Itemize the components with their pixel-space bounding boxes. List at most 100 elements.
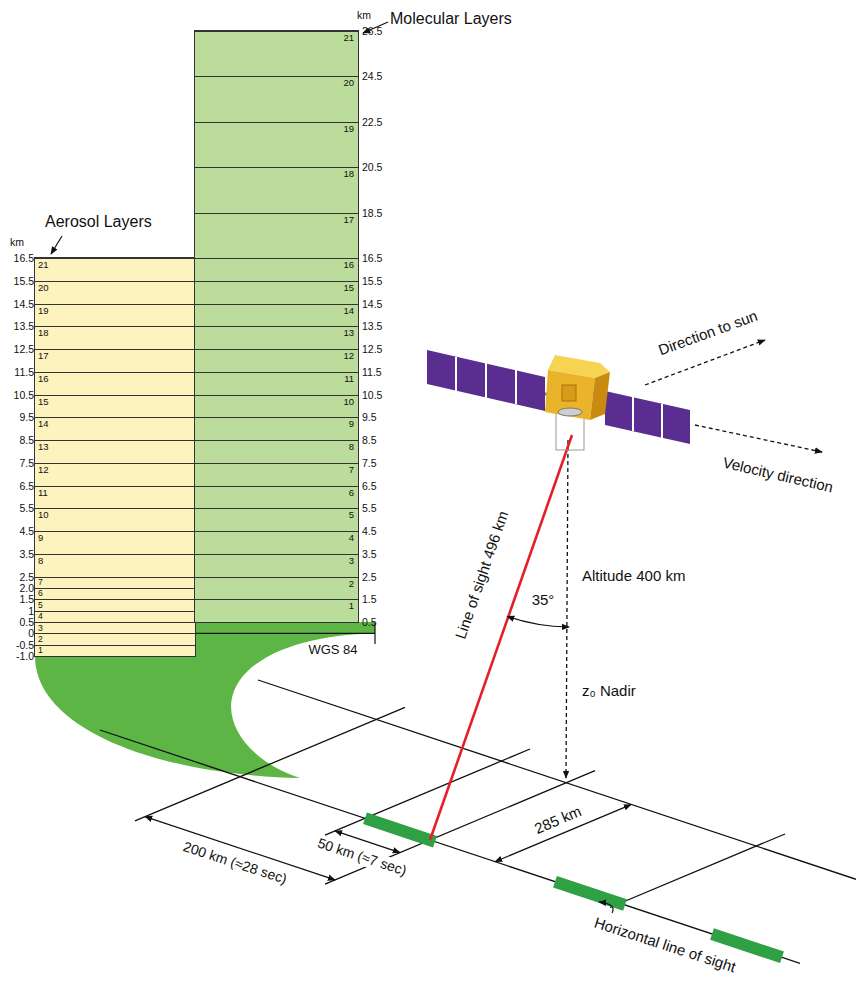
axis-value: -0.5	[2, 639, 34, 651]
axis-value: 2.0	[2, 582, 34, 594]
layer-number: 10	[195, 396, 358, 407]
axis-unit: km	[10, 236, 24, 248]
layer-number: 20	[35, 282, 195, 293]
dimension-label: Altitude 400 km	[582, 567, 685, 585]
axis-value: 12.5	[362, 343, 402, 355]
layer-number: 8	[35, 555, 195, 566]
nadir-line	[566, 440, 568, 778]
layer-band: 20	[35, 281, 195, 304]
velocity-arrow	[695, 425, 822, 452]
layer-band: 20	[195, 76, 358, 122]
layer-number: 21	[35, 259, 195, 270]
layer-number: 6	[35, 589, 195, 599]
axis-value: 10.5	[362, 389, 402, 401]
layer-band: 10	[35, 508, 195, 531]
axis-value: 18.5	[362, 207, 402, 219]
layer-band: 17	[35, 349, 195, 372]
axis-value: 22.5	[362, 116, 402, 128]
layer-band: 18	[195, 167, 358, 213]
layer-band: 15	[195, 281, 358, 304]
axis-unit: km	[357, 9, 371, 21]
axis-value: 6.5	[362, 480, 402, 492]
layer-number: 19	[35, 305, 195, 316]
axis-value: 24.5	[362, 70, 402, 82]
layer-band: 18	[35, 326, 195, 349]
layer-number: 2	[195, 578, 358, 589]
layer-band: 16	[35, 372, 195, 395]
line-of-sight	[430, 435, 572, 840]
layer-number: 5	[195, 509, 358, 520]
layer-number: 5	[35, 600, 195, 610]
layer-number: 16	[35, 373, 195, 384]
axis-value: 8.5	[362, 434, 402, 446]
layer-band: 13	[35, 440, 195, 463]
axis-value: 11.5	[362, 366, 402, 378]
axis-value: 7.5	[362, 457, 402, 469]
layer-band: 12	[195, 349, 358, 372]
ground-swoosh	[35, 622, 375, 778]
layer-band: 14	[35, 417, 195, 440]
axis-value: 4.5	[362, 525, 402, 537]
layer-number: 3	[35, 623, 195, 633]
layer-band: 17	[195, 213, 358, 259]
callout-label: Horizontal line of sight	[590, 913, 740, 977]
layer-band: 7	[35, 577, 195, 588]
layer-band: 3	[35, 622, 195, 633]
axis-value: 13.5	[2, 320, 34, 332]
layer-number: 4	[35, 612, 195, 622]
layer-number: 15	[195, 282, 358, 293]
layer-band: 11	[195, 372, 358, 395]
measurement-footprint	[553, 876, 627, 911]
axis-value: 3.5	[362, 548, 402, 560]
reference-label: WGS 84	[308, 642, 357, 658]
layer-band: 1	[195, 599, 358, 622]
axis-value: 13.5	[362, 320, 402, 332]
layer-number: 12	[35, 464, 195, 475]
layer-band: 15	[35, 395, 195, 418]
layer-number: 6	[195, 487, 358, 498]
dimension-label: 285 km	[530, 801, 586, 838]
axis-value: 14.5	[2, 298, 34, 310]
axis-value: 5.5	[362, 502, 402, 514]
layer-band: 6	[195, 486, 358, 509]
layer-number: 4	[195, 532, 358, 543]
layer-number: 18	[35, 327, 195, 338]
layer-band: 6	[35, 588, 195, 599]
dimension-label: Line of sight 496 km	[452, 509, 513, 642]
leader-line	[51, 236, 62, 254]
layer-band: 8	[195, 440, 358, 463]
column-heading: Aerosol Layers	[45, 212, 152, 231]
layer-number: 1	[35, 646, 195, 656]
layer-band: 4	[35, 611, 195, 622]
column-heading: Molecular Layers	[390, 9, 512, 28]
axis-value: 5.5	[2, 502, 34, 514]
layer-band: 14	[195, 304, 358, 327]
layer-band: 8	[35, 554, 195, 577]
layer-number: 11	[195, 373, 358, 384]
layer-number: 1	[195, 600, 358, 611]
layer-number: 13	[195, 327, 358, 338]
dimension-label: 200 km (≈28 sec)	[179, 838, 291, 889]
axis-label: z₀ Nadir	[582, 682, 636, 700]
telescope	[558, 408, 582, 416]
axis-value: 6.5	[2, 480, 34, 492]
leader-line	[599, 902, 613, 913]
axis-value: 7.5	[2, 457, 34, 469]
axis-value: -1.0	[2, 650, 34, 662]
layer-band: 19	[195, 122, 358, 168]
layer-band: 3	[195, 554, 358, 577]
layer-number: 20	[195, 77, 358, 88]
axis-value: 3.5	[2, 548, 34, 560]
layer-band: 21	[35, 258, 195, 281]
layer-band: 7	[195, 463, 358, 486]
layer-number: 7	[35, 578, 195, 588]
axis-value: 1	[2, 605, 34, 617]
direction-label: Velocity direction	[721, 454, 835, 497]
layer-number: 19	[195, 123, 358, 134]
layer-band: 2	[35, 633, 195, 644]
nadir-track	[258, 680, 856, 879]
layer-band: 5	[35, 599, 195, 610]
layer-number: 17	[35, 350, 195, 361]
axis-value: 10.5	[2, 389, 34, 401]
